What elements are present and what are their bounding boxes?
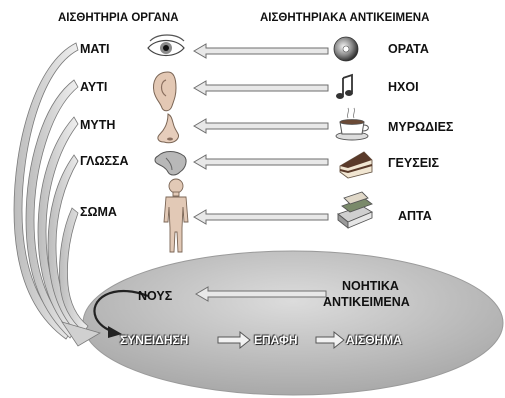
object-label-smells: ΜΥΡΩΔΙΕΣ	[388, 121, 453, 134]
coffee-cup-icon	[336, 108, 368, 140]
mental-objects-line1: ΝΟΗΤΙΚΑ	[342, 280, 399, 293]
arrow-row-1	[194, 44, 328, 58]
arrow-row-5	[194, 210, 328, 224]
header-sense-organs: ΑΙΣΘΗΤΗΡΙΑ ΟΡΓΑΝΑ	[58, 13, 179, 25]
mind-ellipse	[83, 251, 503, 395]
organ-label-ear: ΑΥΤΙ	[80, 81, 107, 94]
object-label-tastes: ΓΕΥΣΕΙΣ	[388, 157, 439, 170]
ear-icon	[154, 72, 176, 111]
organ-label-body: ΣΩΜΑ	[80, 206, 117, 219]
flow-consciousness: ΣΥΝΕΙΔΗΣΗ	[120, 334, 188, 346]
music-note-icon	[336, 75, 353, 99]
object-label-sounds: ΗΧΟΙ	[388, 81, 419, 94]
arrow-row-2	[194, 81, 328, 95]
cake-icon	[340, 152, 372, 178]
object-label-visible: ΟΡΑΤΑ	[388, 43, 429, 56]
organ-label-tongue: ΓΛΩΣΣΑ	[80, 155, 129, 168]
flow-contact: ΕΠΑΦΗ	[254, 334, 298, 346]
arrow-row-4	[194, 155, 328, 169]
arrow-row-3	[194, 119, 328, 133]
mental-objects-line2: ΑΝΤΙΚΕΙΜΕΝΑ	[323, 296, 410, 309]
organ-label-nose: ΜΥΤΗ	[80, 119, 115, 132]
nose-icon	[158, 114, 179, 143]
eye-icon	[148, 35, 184, 56]
object-label-tangibles: ΑΠΤΑ	[398, 210, 432, 223]
header-sense-objects: ΑΙΣΘΗΤΗΡΙΑΚΑ ΑΝΤΙΚΕΙΜΕΝΑ	[260, 13, 429, 25]
disc-icon	[334, 37, 358, 61]
mind-label: ΝΟΥΣ	[138, 290, 172, 303]
books-icon	[338, 192, 372, 228]
tongue-icon	[155, 152, 186, 176]
body-icon	[164, 179, 188, 252]
flow-feeling: ΑΙΣΘΗΜΑ	[346, 334, 402, 346]
organ-label-eye: ΜΑΤΙ	[80, 43, 110, 56]
